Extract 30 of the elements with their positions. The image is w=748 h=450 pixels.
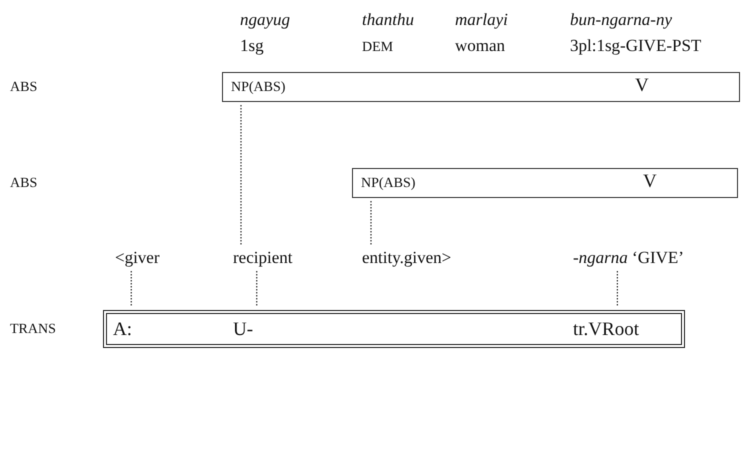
role-label: -ngarna ‘GIVE’ bbox=[573, 248, 684, 268]
dotted-line bbox=[240, 105, 242, 245]
role-label: entity.given> bbox=[362, 248, 452, 268]
bracket-box bbox=[222, 72, 740, 102]
role-label: recipient bbox=[233, 248, 292, 268]
gloss-text: DEM bbox=[362, 39, 394, 57]
dotted-line bbox=[256, 271, 258, 307]
slot-label: NP(ABS) bbox=[231, 78, 286, 98]
word-form: thanthu bbox=[362, 10, 414, 30]
gloss-text: woman bbox=[455, 36, 506, 56]
role-label: <giver bbox=[115, 248, 160, 268]
word-form: bun-ngarna-ny bbox=[570, 10, 672, 30]
slot-label: U- bbox=[233, 320, 254, 340]
slot-label: NP(ABS) bbox=[361, 174, 416, 194]
slot-label: V bbox=[635, 76, 649, 96]
slot-label: A: bbox=[113, 320, 132, 340]
dotted-line bbox=[130, 271, 132, 307]
gloss-text: 3pl:1sg-GIVE-PST bbox=[570, 36, 702, 56]
slot-label: V bbox=[643, 172, 657, 192]
bracket-box bbox=[352, 168, 738, 198]
row-label: ABS bbox=[10, 79, 38, 97]
slot-label: tr.VRoot bbox=[573, 320, 639, 340]
row-label: ABS bbox=[10, 175, 38, 193]
row-label: TRANS bbox=[10, 321, 56, 339]
word-form: marlayi bbox=[455, 10, 508, 30]
double-bordered-box bbox=[103, 310, 685, 348]
dotted-line bbox=[616, 271, 618, 307]
dotted-line bbox=[370, 201, 372, 245]
gloss-text: 1sg bbox=[240, 36, 264, 56]
word-form: ngayug bbox=[240, 10, 290, 30]
